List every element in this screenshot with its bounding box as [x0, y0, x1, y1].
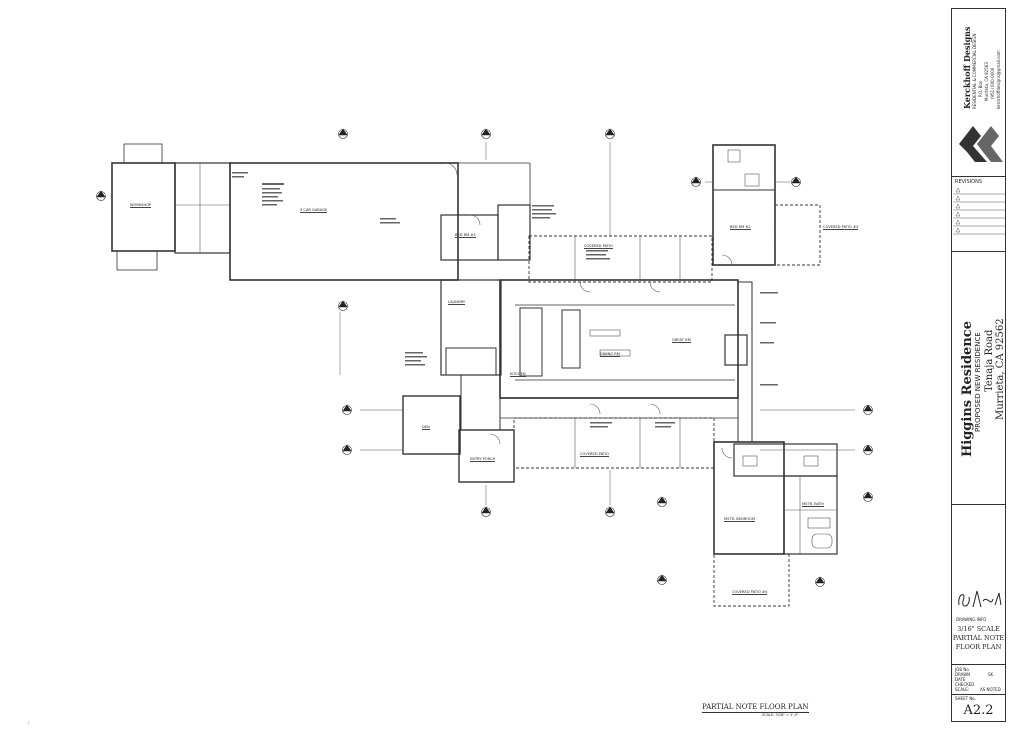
floor-plan: [96, 128, 873, 607]
drawing-name-2: FLOOR PLAN: [955, 643, 1002, 651]
room-label-great-rm: GREAT RM: [672, 338, 691, 343]
section-marker: [481, 506, 491, 517]
section-marker: [791, 176, 801, 187]
sheet-number: A2.2: [963, 703, 994, 718]
sheet-number-cell: SHEET No. A2.2: [952, 695, 1005, 721]
room-label-bedroom-3: BED RM #3: [455, 233, 476, 238]
section-marker: [605, 506, 615, 517]
room-label-laundry: LAUNDRY: [448, 300, 466, 305]
project-name: Higgins Residence: [960, 321, 975, 457]
room-label-bedroom-2: BED RM #2: [730, 225, 751, 230]
revisions-label: REVISIONS: [955, 179, 983, 185]
section-marker: [691, 176, 701, 187]
company-email: kerckhoffdesigns@gmail.com: [996, 50, 1001, 109]
room-label-kitchen: KITCHEN: [510, 372, 526, 377]
section-marker: [342, 404, 352, 415]
room-label-covered-patio-s: COVERED PATIO: [580, 452, 609, 457]
scale-label: SCALE:: [955, 687, 970, 692]
scale-value: AS NOTED: [980, 687, 1001, 692]
room-label-covered-patio-ne: COVERED PATIO #3: [823, 225, 859, 230]
company-logo-cell: Kerckhoff Designs RESIDENTIAL & COMMERCI…: [952, 9, 1005, 177]
room-label-entry-porch: ENTRY PORCH: [470, 457, 496, 462]
revision-rows: [953, 187, 1005, 235]
field-label: DRAWN: [955, 672, 971, 677]
section-marker: [338, 300, 348, 311]
room-label-master-bedroom: MSTR. BEDROOM: [724, 517, 755, 522]
address-line-2: Murrieta, CA 92562: [995, 318, 1006, 420]
section-marker: [96, 190, 106, 201]
room-label-master-bath: MSTR. BATH: [802, 502, 824, 507]
company-name: Kerckhoff Designs: [962, 26, 972, 109]
drawing-scale: 3/16" SCALE: [957, 625, 1000, 633]
drawing-name-1: PARTIAL NOTE: [952, 634, 1005, 642]
garage-walls: [229, 162, 459, 281]
field-label: CHECKED: [955, 682, 975, 687]
title-block: Kerckhoff Designs RESIDENTIAL & COMMERCI…: [951, 8, 1006, 722]
room-label-dining-rm: DINING RM: [600, 352, 620, 357]
section-marker: [342, 444, 352, 455]
drawing-info-cell: DRAWING INFO 3/16" SCALE PARTIAL NOTE FL…: [952, 505, 1005, 665]
section-marker: [605, 128, 615, 139]
company-po: P.O. Box: [978, 80, 983, 97]
bedroom-2-walls: [712, 144, 776, 266]
plan-scale-note: SCALE: 3/16" = 1'-0": [762, 713, 799, 717]
field-label: DATE: [955, 677, 966, 682]
field-label: JOB No.: [955, 667, 970, 672]
section-marker: [481, 128, 491, 139]
field-value: SK: [988, 672, 994, 677]
section-marker: [338, 128, 348, 139]
company-tagline: RESIDENTIAL & COMMERCIAL DESIGN: [972, 33, 977, 109]
section-marker: [863, 491, 873, 502]
revisions-cell: REVISIONS: [952, 177, 1005, 252]
plan-caption: PARTIAL NOTE FLOOR PLAN: [702, 703, 809, 713]
section-marker: [863, 404, 873, 415]
master-bedroom-walls: [713, 441, 785, 555]
company-city: Murrieta, CA 92563: [984, 62, 989, 101]
company-phone: (951) 000-0000: [990, 67, 995, 99]
room-label-covered-patio-se: COVERED PATIO #4: [732, 590, 768, 595]
signature: [958, 590, 1002, 608]
room-label-covered-patio-n: COVERED PATIO: [584, 244, 613, 249]
address-line-1: Tenaja Road: [984, 329, 995, 392]
company-logo-icon: [959, 126, 1003, 162]
corner-mark: r: [28, 720, 30, 725]
sheet-label: SHEET No.: [955, 696, 976, 701]
project-subtitle: PROPOSED NEW RESIDENCE: [974, 332, 982, 432]
room-label-garage: 3 CAR GARAGE: [300, 208, 328, 213]
drawing-info-label: DRAWING INFO: [956, 617, 987, 622]
section-marker: [657, 574, 667, 585]
section-marker: [657, 496, 667, 507]
project-info-cell: Higgins Residence PROPOSED NEW RESIDENCE…: [952, 252, 1006, 505]
room-label-workshop: WORKSHOP: [130, 203, 152, 208]
section-marker: [863, 444, 873, 455]
room-label-den: DEN: [422, 425, 430, 430]
section-marker: [815, 576, 825, 587]
